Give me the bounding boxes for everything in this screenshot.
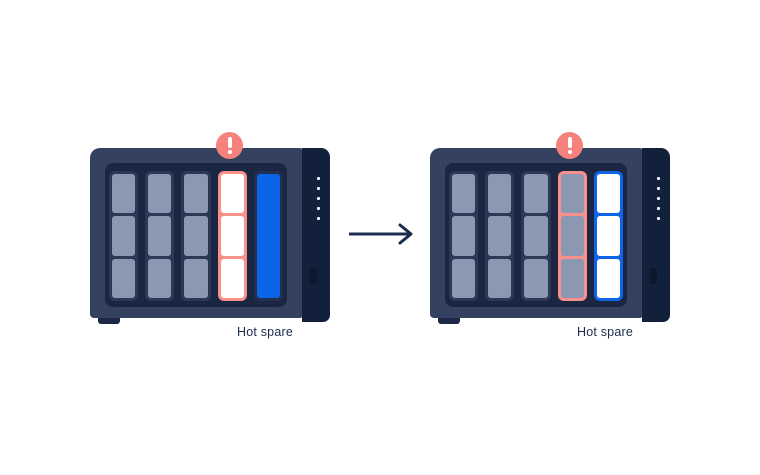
- drive-segment: [148, 258, 172, 298]
- drive-bay-failed-degraded: [557, 171, 587, 301]
- exclamation-dot: [227, 150, 232, 154]
- hot-spare-label: Hot spare: [237, 325, 293, 339]
- drive-bay-panel: [105, 163, 287, 307]
- drive-segment: [256, 174, 281, 298]
- led-indicator: [657, 207, 660, 210]
- led-indicator: [657, 217, 660, 220]
- drive-segment: [452, 216, 476, 256]
- drive-segment: [148, 174, 172, 214]
- chassis-foot: [438, 318, 460, 324]
- drive-segment: [112, 216, 136, 256]
- led-indicator: [317, 197, 320, 200]
- side-vent: [650, 268, 657, 284]
- led-indicator: [657, 187, 660, 190]
- drive-segment: [524, 216, 548, 256]
- drive-segment: [560, 174, 584, 214]
- drive-segment: [596, 258, 621, 298]
- led-indicator-column: [317, 177, 320, 220]
- led-indicator: [317, 217, 320, 220]
- exclamation-bar: [227, 137, 232, 148]
- led-indicator: [317, 207, 320, 210]
- drive-segment: [560, 216, 584, 256]
- led-indicator: [657, 177, 660, 180]
- drive-bay-healthy: [109, 171, 139, 301]
- drive-bay-healthy: [449, 171, 479, 301]
- drive-segment: [452, 174, 476, 214]
- drive-segment: [112, 174, 136, 214]
- chassis-foot: [98, 318, 120, 324]
- drive-segment: [112, 258, 136, 298]
- right-arrow-icon: [349, 223, 413, 245]
- led-indicator: [317, 187, 320, 190]
- drive-segment: [220, 174, 244, 214]
- drive-segment: [488, 216, 512, 256]
- chassis-side-panel: [642, 148, 670, 322]
- led-indicator: [317, 177, 320, 180]
- drive-segment: [148, 216, 172, 256]
- drive-segment: [184, 258, 208, 298]
- drive-segment: [488, 174, 512, 214]
- drive-segment: [220, 216, 244, 256]
- drive-segment: [524, 174, 548, 214]
- hot-spare-label: Hot spare: [577, 325, 633, 339]
- drive-segment: [220, 258, 244, 298]
- drive-segment: [488, 258, 512, 298]
- alert-exclamation-icon: [556, 132, 583, 159]
- drive-segment: [524, 258, 548, 298]
- drive-bay-healthy: [485, 171, 515, 301]
- nas-device-after: Hot spare: [430, 132, 670, 339]
- chassis-side-panel: [302, 148, 330, 322]
- alert-exclamation-icon: [216, 132, 243, 159]
- nas-device-before: Hot spare: [90, 132, 330, 339]
- led-indicator-column: [657, 177, 660, 220]
- drive-bay-panel: [445, 163, 627, 307]
- drive-bay-healthy: [181, 171, 211, 301]
- drive-bay-healthy: [145, 171, 175, 301]
- drive-segment: [452, 258, 476, 298]
- exclamation-bar: [567, 137, 572, 148]
- led-indicator: [657, 197, 660, 200]
- side-vent: [310, 268, 317, 284]
- drive-segment: [596, 216, 621, 256]
- drive-segment: [596, 174, 621, 214]
- drive-segment: [184, 174, 208, 214]
- drive-bay-spare-idle: [253, 171, 284, 301]
- exclamation-dot: [567, 150, 572, 154]
- drive-bay-failed: [217, 171, 247, 301]
- drive-bay-healthy: [521, 171, 551, 301]
- drive-segment: [184, 216, 208, 256]
- drive-segment: [560, 258, 584, 298]
- drive-bay-spare-active: [593, 171, 624, 301]
